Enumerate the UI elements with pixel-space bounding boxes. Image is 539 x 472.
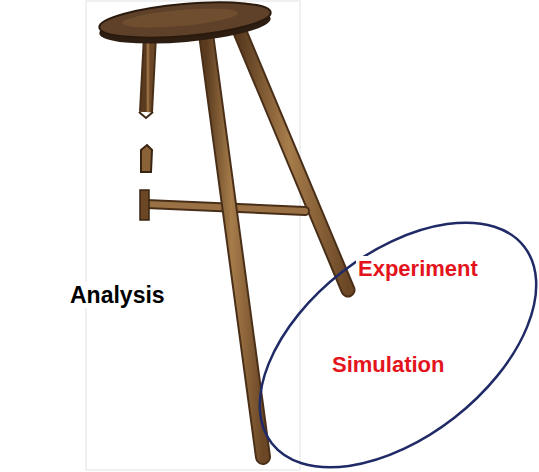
highlighted-label: Simulation — [330, 352, 446, 377]
highlight-ellipse — [215, 174, 539, 472]
stool-leg — [206, 34, 263, 457]
seat-highlight — [122, 5, 239, 31]
break-edge — [139, 112, 153, 118]
stool-seat — [98, 0, 272, 43]
stool-leg — [240, 32, 348, 290]
crossbar-stub — [140, 190, 149, 220]
stool-leg — [240, 32, 348, 290]
highlighted-label: Experiment — [356, 256, 480, 281]
image-frame — [86, 1, 300, 470]
stool-leg — [206, 34, 263, 457]
broken-leg — [146, 36, 150, 112]
broken-leg — [146, 36, 150, 112]
pillar-label: Analysis — [68, 282, 167, 308]
leg-fragment — [141, 145, 152, 172]
